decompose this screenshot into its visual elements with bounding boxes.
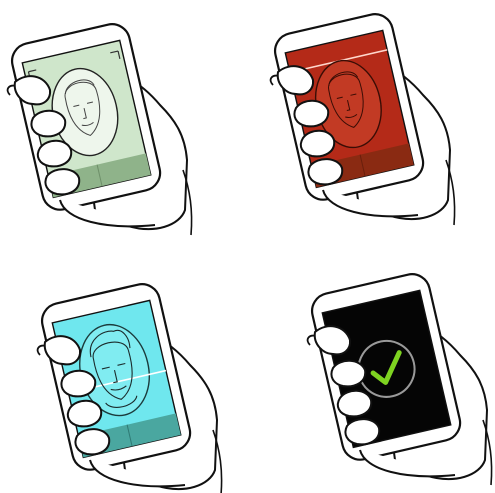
panel-scan-fail [271,11,455,225]
panel-scan-success [308,271,492,485]
panel-scan-progress [38,281,222,493]
panel-scan-start [8,21,192,235]
